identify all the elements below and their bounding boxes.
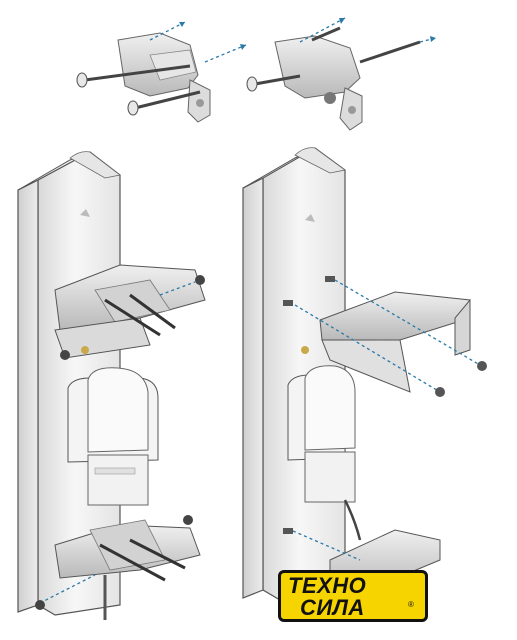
bracket-detail-right [246,17,437,131]
bracket-detail-left [76,21,247,123]
logo-text-line1: ТЕХНО [288,573,367,598]
registered-mark: ® [408,600,414,609]
antenna-right [242,147,487,601]
logo-background [278,570,428,622]
tehnosila-logo: ТЕХНО СИЛА ® [278,570,428,622]
antenna-left [17,151,206,620]
logo-text-line2: СИЛА [300,595,365,620]
